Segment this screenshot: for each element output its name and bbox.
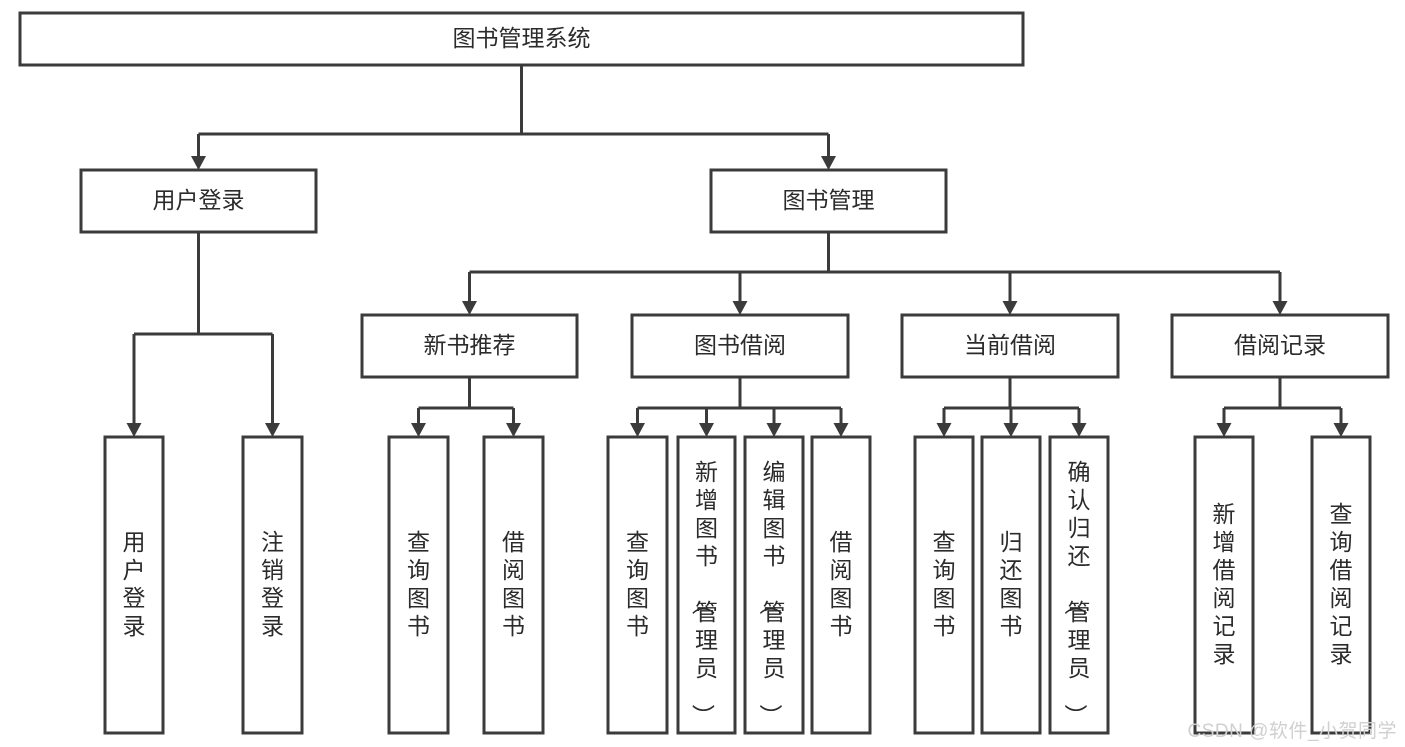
leaf-node-label: 借阅图书	[502, 529, 525, 639]
level3-node-2-label: 当前借阅	[964, 332, 1056, 358]
leaf-node-label: 新增图书（管理员）	[690, 459, 718, 727]
level2-node-0-label: 用户登录	[153, 187, 245, 213]
leaf-node-box	[482, 435, 545, 735]
level2-node-1-box	[709, 168, 948, 234]
nodes-layer: 图书管理系统用户登录图书管理新书推荐图书借阅当前借阅借阅记录用户登录注销登录查询…	[18, 11, 1390, 735]
leaf-node-label: 查询图书	[933, 529, 956, 639]
level3-node-1-label: 图书借阅	[694, 332, 786, 358]
arrow-head-icon	[126, 423, 142, 437]
level3-node-0[interactable]: 新书推荐	[360, 313, 579, 379]
leaf-node-box	[1310, 435, 1372, 735]
leaf-node[interactable]: 新增图书（管理员）	[676, 435, 737, 735]
leaf-node-box	[743, 435, 805, 735]
leaf-node[interactable]: 新增借阅记录	[1193, 435, 1255, 735]
edges-layer	[126, 65, 1349, 437]
arrow-head-icon	[1002, 301, 1018, 315]
arrow-head-icon	[766, 423, 782, 437]
arrow-head-icon	[1272, 301, 1288, 315]
level3-node-3-box	[1170, 313, 1390, 379]
leaf-node[interactable]: 查询图书	[606, 435, 669, 735]
arrow-head-icon	[1333, 423, 1349, 437]
level3-node-3[interactable]: 借阅记录	[1170, 313, 1390, 379]
leaf-node-label: 查询图书	[626, 529, 649, 639]
level3-node-3-label: 借阅记录	[1234, 332, 1326, 358]
arrow-head-icon	[732, 301, 748, 315]
leaf-node-label: 归还图书	[1000, 529, 1023, 639]
leaf-node-box	[387, 435, 450, 735]
arrow-head-icon	[506, 423, 521, 437]
leaf-node-box	[1048, 435, 1110, 735]
root-node[interactable]: 图书管理系统	[18, 11, 1025, 67]
leaf-node-box	[980, 435, 1042, 735]
leaf-node-label: 借阅图书	[830, 529, 853, 639]
leaf-node-box	[676, 435, 737, 735]
level2-node-0-box	[79, 168, 318, 234]
leaf-node-label: 查询图书	[407, 529, 430, 639]
level3-node-1[interactable]: 图书借阅	[630, 313, 850, 379]
arrow-head-icon	[191, 156, 206, 170]
arrow-head-icon	[630, 423, 645, 437]
leaf-node-box	[241, 435, 304, 735]
level3-node-0-label: 新书推荐	[424, 332, 516, 358]
arrow-head-icon	[821, 156, 836, 170]
leaf-node-label: 注销登录	[261, 529, 284, 639]
leaf-node-box	[1193, 435, 1255, 735]
leaf-node-box	[810, 435, 872, 735]
arrow-head-icon	[936, 423, 952, 437]
level3-node-2[interactable]: 当前借阅	[900, 313, 1120, 379]
leaf-node[interactable]: 注销登录	[241, 435, 304, 735]
level2-node-0[interactable]: 用户登录	[79, 168, 318, 234]
level2-node-1-label: 图书管理	[783, 187, 875, 213]
leaf-node-label: 确认归还（管理员）	[1063, 459, 1091, 727]
leaf-node-label: 查询借阅记录	[1330, 501, 1353, 667]
leaf-node[interactable]: 查询图书	[913, 435, 975, 735]
arrow-head-icon	[1216, 423, 1232, 437]
leaf-node-box	[606, 435, 669, 735]
leaf-node[interactable]: 编辑图书（管理员）	[743, 435, 805, 735]
leaf-node[interactable]: 查询借阅记录	[1310, 435, 1372, 735]
leaf-node[interactable]: 用户登录	[103, 435, 165, 735]
arrow-head-icon	[411, 423, 426, 437]
leaf-node-box	[103, 435, 165, 735]
level2-node-1[interactable]: 图书管理	[709, 168, 948, 234]
leaf-node[interactable]: 借阅图书	[810, 435, 872, 735]
leaf-node[interactable]: 查询图书	[387, 435, 450, 735]
leaf-node-label: 新增借阅记录	[1213, 501, 1236, 667]
arrow-head-icon	[1071, 423, 1087, 437]
level3-node-0-box	[360, 313, 579, 379]
leaf-node-label: 用户登录	[123, 529, 146, 639]
leaf-node[interactable]: 借阅图书	[482, 435, 545, 735]
level3-node-1-box	[630, 313, 850, 379]
arrow-head-icon	[462, 301, 477, 315]
root-node-box	[18, 11, 1025, 67]
leaf-node[interactable]: 确认归还（管理员）	[1048, 435, 1110, 735]
arrow-head-icon	[699, 423, 714, 437]
arrow-head-icon	[833, 423, 849, 437]
level3-node-2-box	[900, 313, 1120, 379]
arrow-head-icon	[1003, 423, 1019, 437]
root-node-label: 图书管理系统	[453, 25, 591, 51]
leaf-node-box	[913, 435, 975, 735]
arrow-head-icon	[265, 423, 280, 437]
leaf-node-label: 编辑图书（管理员）	[758, 459, 786, 727]
leaf-node[interactable]: 归还图书	[980, 435, 1042, 735]
